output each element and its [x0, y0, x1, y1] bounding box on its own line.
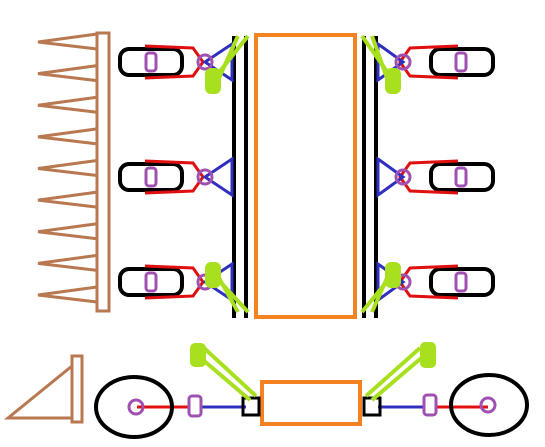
pivot [196, 53, 214, 71]
strut-pad-right [420, 342, 436, 368]
strut-pad [205, 68, 221, 94]
wheel-assembly-left-rear [118, 261, 250, 314]
tire [118, 162, 184, 192]
plow-tooth [37, 32, 98, 51]
hub [144, 271, 158, 293]
pivot [394, 168, 412, 186]
main-body [254, 33, 357, 319]
wishbone [202, 156, 234, 198]
ramp [3, 354, 84, 424]
tire [118, 47, 184, 77]
plow-tooth [37, 253, 98, 272]
plow-tooth [37, 127, 98, 146]
plow-tooth [37, 190, 98, 209]
pivot-block-right [362, 396, 382, 417]
plow-tooth [37, 222, 98, 241]
hub [454, 271, 468, 293]
wheel-assembly-right-front [360, 34, 495, 94]
red-linkage [398, 159, 459, 195]
plow-teeth [37, 32, 98, 304]
tire [429, 162, 495, 192]
pivot [196, 168, 214, 186]
plow-tooth [37, 64, 98, 83]
top-view [37, 31, 495, 319]
strut-arm [217, 35, 240, 79]
wishbone [376, 156, 406, 198]
wheel-assembly-left-middle [118, 156, 234, 198]
hub [144, 51, 158, 73]
tire [429, 47, 495, 77]
front-view [3, 342, 529, 439]
hub-left [127, 398, 145, 416]
tire [429, 267, 495, 297]
strut-pad [205, 262, 221, 288]
strut-pad-left [190, 343, 206, 367]
pivot-block-left [241, 396, 261, 417]
strut-pad [385, 262, 401, 288]
ramp-wedge [3, 362, 74, 420]
pivot [394, 53, 412, 71]
wheel-assembly-right-rear [360, 261, 495, 314]
strut-arm [370, 277, 389, 313]
hub [454, 51, 468, 73]
red-linkage [398, 44, 459, 80]
knuckle-right [422, 393, 438, 417]
strut-pad [385, 68, 401, 94]
plow-bar [95, 31, 111, 313]
hub [144, 166, 158, 188]
strut-arm [370, 35, 389, 79]
front-body [260, 380, 362, 426]
plow [37, 31, 111, 313]
strut-right [364, 346, 428, 402]
wheel-left [94, 375, 174, 439]
hub [454, 166, 468, 188]
wheel-assembly-left-front [118, 34, 250, 94]
knuckle-left [187, 394, 203, 418]
strut-arm [217, 277, 240, 313]
plow-tooth [37, 159, 98, 177]
chassis-rails [232, 36, 378, 318]
wheel-right [449, 373, 529, 437]
hub-right [479, 396, 497, 414]
plow-tooth [37, 95, 98, 114]
ramp-post [70, 354, 84, 424]
wheel-assembly-right-middle [376, 156, 495, 198]
tire [118, 267, 184, 297]
wheel-assemblies [118, 34, 495, 314]
plow-tooth [37, 285, 98, 304]
